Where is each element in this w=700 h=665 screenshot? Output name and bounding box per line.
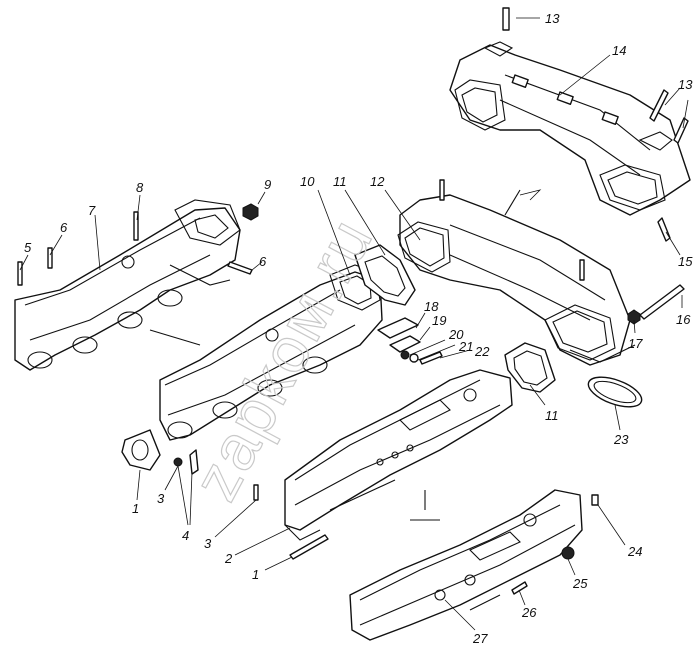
nut-9	[242, 203, 259, 221]
manifold-10	[159, 264, 383, 441]
flow-arrows	[149, 189, 521, 611]
bolt-16	[639, 284, 685, 320]
gasket-1	[121, 429, 161, 471]
stud-26	[511, 581, 528, 595]
leader-lines	[19, 17, 689, 631]
washer-21	[409, 353, 419, 363]
callout-18: 18	[424, 299, 439, 314]
callout-14: 14	[612, 43, 626, 58]
stud-6-right	[227, 261, 253, 275]
callout-11-lower: 11	[545, 408, 559, 423]
callout-4: 4	[182, 528, 189, 543]
callout-12: 12	[370, 174, 385, 189]
nut-3-left	[173, 457, 183, 467]
callout-26: 26	[521, 605, 537, 620]
manifold-7	[14, 199, 241, 371]
callout-25: 25	[572, 576, 588, 591]
bolt-22	[419, 351, 443, 365]
gasket-19	[389, 335, 421, 353]
rod-1	[289, 534, 329, 560]
callout-13-top: 13	[545, 11, 560, 26]
plate-18	[377, 317, 419, 339]
callout-11-upper: 11	[333, 174, 347, 189]
callout-22: 22	[474, 344, 490, 359]
nut-17	[627, 309, 641, 325]
callout-9: 9	[264, 177, 271, 192]
stud-15	[657, 217, 671, 242]
callout-17: 17	[628, 336, 643, 351]
gasket-11-lower	[504, 342, 556, 393]
callout-1-left: 1	[132, 501, 139, 516]
ring-23	[587, 376, 643, 408]
callout-3-left: 3	[157, 491, 165, 506]
callout-5: 5	[24, 240, 32, 255]
callout-16: 16	[676, 312, 691, 327]
bolt-3-right	[253, 484, 259, 501]
callout-19: 19	[432, 313, 446, 328]
callout-6-left: 6	[60, 220, 68, 235]
callout-20: 20	[448, 327, 464, 342]
callout-6-right: 6	[259, 254, 267, 269]
stud-5	[17, 261, 23, 286]
callout-27: 27	[472, 631, 488, 646]
washer-20	[400, 350, 410, 360]
callout-23: 23	[613, 432, 629, 447]
bolt-24	[591, 494, 599, 506]
callout-15: 15	[678, 254, 693, 269]
callout-labels: 13 14 13 15 12 10 11 7 8 6 5 9 6 18 19 2…	[24, 11, 693, 646]
stud-13-top	[502, 7, 510, 31]
callout-8: 8	[136, 180, 144, 195]
manifold-2	[284, 369, 513, 541]
callout-13-right: 13	[678, 77, 693, 92]
callout-10: 10	[300, 174, 315, 189]
manifold-12	[397, 179, 636, 366]
callout-2: 2	[224, 551, 233, 566]
manifold-14	[449, 41, 691, 216]
callout-24: 24	[627, 544, 642, 559]
callout-1-bottom: 1	[252, 567, 259, 582]
stud-6-left	[47, 247, 53, 269]
callout-3-right: 3	[204, 536, 212, 551]
stud-4	[189, 449, 199, 475]
callout-7: 7	[88, 203, 96, 218]
callout-21: 21	[458, 339, 473, 354]
stud-13-right-a	[649, 89, 669, 122]
stud-13-right-b	[673, 117, 689, 144]
manifold-27	[349, 489, 583, 641]
nut-25	[561, 546, 575, 560]
